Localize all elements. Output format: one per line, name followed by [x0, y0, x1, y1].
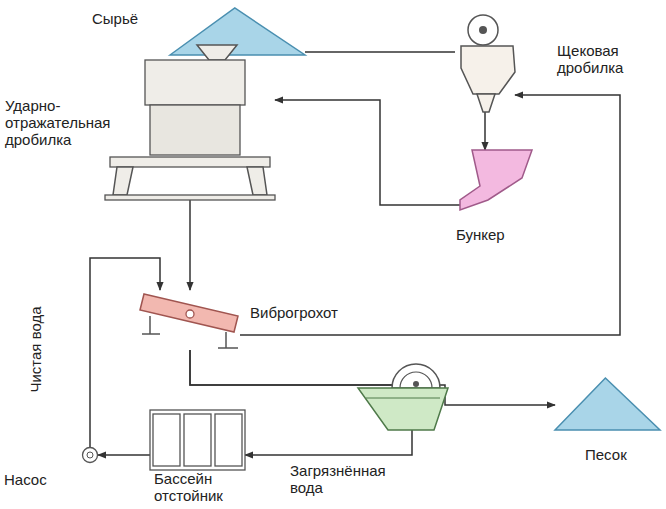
node-label: Сырьё	[92, 10, 166, 27]
node-shape	[170, 8, 305, 55]
feed-bunker: Бункер	[460, 150, 532, 215]
node-label: Песок	[585, 446, 655, 463]
pile-triangle	[555, 378, 660, 430]
node-shape	[460, 150, 532, 215]
crusher-body	[150, 105, 240, 155]
washer-rim	[366, 398, 440, 399]
basin-chamber	[153, 414, 180, 466]
settling-basin: Бассейн отстойник	[150, 410, 245, 470]
node-shape	[82, 447, 98, 463]
jaw-crusher: Щековая дробилка	[455, 12, 515, 112]
node-shape	[150, 410, 245, 470]
flywheel-hub	[479, 26, 487, 34]
base-plate	[110, 157, 270, 167]
flow-label: Загрязнённая вода	[290, 462, 402, 496]
sand-washer	[358, 364, 448, 430]
support-leg	[113, 167, 133, 195]
washer-hub	[413, 381, 419, 387]
flow-line	[305, 51, 455, 53]
vibrator	[186, 310, 194, 318]
flow-line	[484, 112, 486, 150]
flow-line	[189, 200, 191, 290]
bunker-funnel	[460, 150, 532, 210]
crusher-outlet	[477, 94, 495, 112]
node-label: Ударно-отражательная дробилка	[5, 97, 130, 148]
flow-label: Чистая вода	[27, 300, 44, 400]
flow-line	[240, 95, 620, 335]
rotor-housing	[145, 60, 245, 105]
node-label: Щековая дробилка	[557, 42, 652, 76]
crusher-body	[461, 46, 515, 94]
flow-line	[275, 100, 460, 205]
node-label: Бункер	[456, 226, 546, 243]
washer-trough	[358, 388, 448, 430]
vibrating-screen: Виброгрохот	[140, 290, 240, 350]
sand-pile: Песок	[555, 378, 660, 430]
feed-hopper	[197, 45, 237, 60]
basin-outline	[150, 410, 245, 470]
node-label: Бассейн отстойник	[154, 470, 254, 504]
pile-triangle	[170, 8, 305, 55]
basin-chamber	[215, 414, 242, 466]
washer-wheel	[392, 364, 440, 388]
support-leg	[247, 167, 267, 195]
screen-deck	[140, 294, 238, 332]
washer-wheel-inner	[400, 372, 432, 388]
pump-impeller	[87, 452, 93, 458]
material-pile: Сырьё	[170, 8, 305, 55]
node-label: Виброгрохот	[250, 304, 370, 321]
screen-support	[142, 316, 238, 348]
node-shape	[455, 12, 515, 112]
pump: Насос	[82, 447, 98, 463]
flywheel	[468, 15, 498, 45]
pump-casing	[83, 448, 98, 463]
node-shape	[105, 45, 275, 200]
flow-line	[98, 454, 150, 456]
node-shape	[555, 378, 660, 430]
impact-crusher: Ударно-отражательная дробилка	[105, 45, 275, 200]
foundation	[105, 195, 275, 200]
node-label: Насос	[4, 471, 74, 488]
basin-chamber	[184, 414, 211, 466]
node-shape	[140, 290, 240, 350]
